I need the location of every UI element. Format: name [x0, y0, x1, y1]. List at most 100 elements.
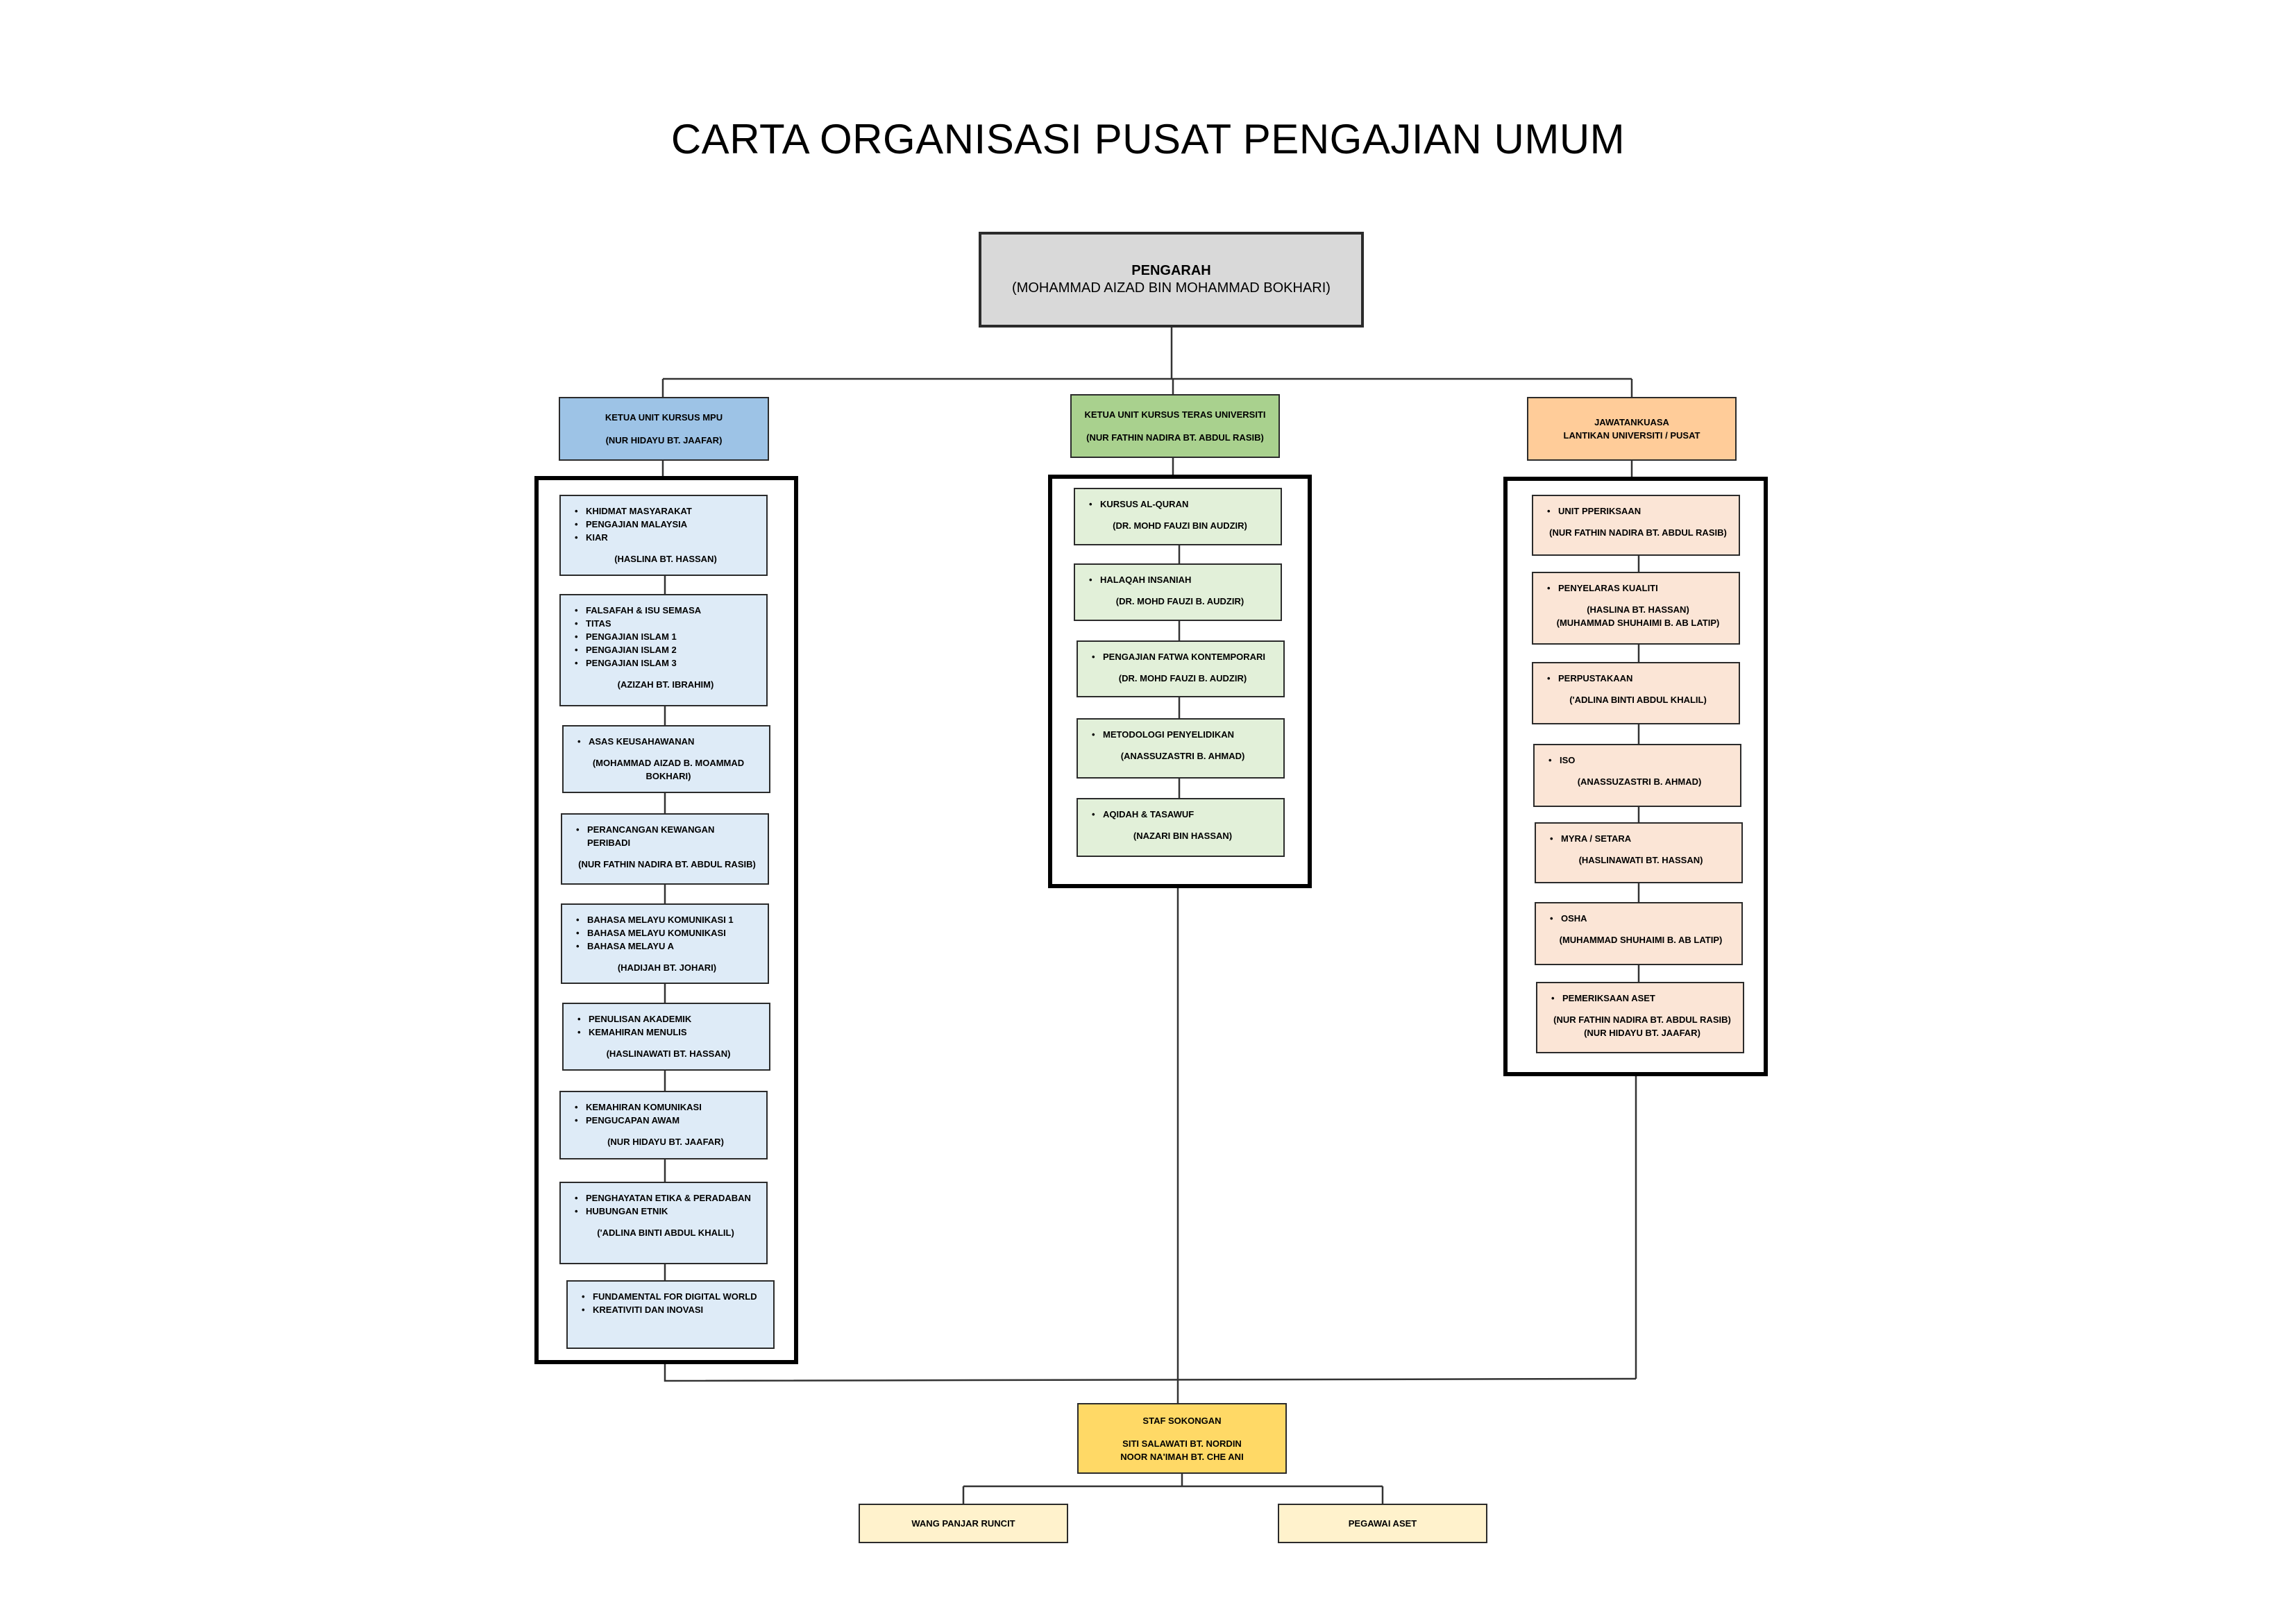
course-item: PENYELARAS KUALITI — [1547, 581, 1729, 595]
mpu-item-box: BAHASA MELAYU KOMUNIKASI 1BAHASA MELAYU … — [561, 903, 769, 984]
course-item: KEMAHIRAN KOMUNIKASI — [575, 1101, 757, 1114]
course-item: KURSUS AL-QURAN — [1089, 498, 1271, 511]
course-list: ISO — [1548, 754, 1730, 767]
staf-title: STAF SOKONGAN — [1142, 1415, 1222, 1426]
course-item: AQIDAH & TASAWUF — [1092, 808, 1274, 821]
course-item: ASAS KEUSAHAWANAN — [577, 735, 759, 748]
course-item: PERPUSTAKAAN — [1547, 672, 1729, 685]
course-item: PENGAJIAN FATWA KONTEMPORARI — [1092, 650, 1274, 663]
teras-item-box: METODOLOGI PENYELIDIKAN(ANASSUZASTRI B. … — [1077, 718, 1285, 779]
teras-item-box: HALAQAH INSANIAH (DR. MOHD FAUZI B. AUDZI… — [1074, 563, 1282, 621]
wang-panjar-runcit-box: WANG PANJAR RUNCIT — [859, 1504, 1068, 1543]
course-item: KREATIVITI DAN INOVASI — [582, 1303, 763, 1316]
pegawai-aset-box: PEGAWAI ASET — [1278, 1504, 1487, 1543]
teras-group-frame — [1048, 475, 1312, 888]
course-item: PENULISAN AKADEMIK — [577, 1012, 759, 1026]
mpu-item-box: KEMAHIRAN KOMUNIKASIPENGUCAPAN AWAM (NUR … — [559, 1091, 768, 1159]
course-item: KHIDMAT MASYARAKAT — [575, 504, 757, 518]
person-name: (HASLINAWATI BT. HASSAN) — [1578, 855, 1703, 865]
mpu-item-box: FUNDAMENTAL FOR DIGITAL WORLDKREATIVITI … — [566, 1280, 775, 1349]
person-name: ('ADLINA BINTI ABDUL KHALIL) — [1569, 695, 1707, 705]
course-list: FUNDAMENTAL FOR DIGITAL WORLDKREATIVITI … — [582, 1290, 763, 1316]
course-list: PENULISAN AKADEMIKKEMAHIRAN MENULIS — [577, 1012, 759, 1039]
course-item: BAHASA MELAYU KOMUNIKASI — [576, 926, 758, 940]
mpu-item-box: FALSAFAH & ISU SEMASATITASPENGAJIAN ISLA… — [559, 594, 768, 706]
mpu-item-box: KHIDMAT MASYARAKATPENGAJIAN MALAYSIAKIAR… — [559, 495, 768, 576]
mpu-head-title: KETUA UNIT KURSUS MPU — [605, 412, 723, 423]
person-name: (NUR FATHIN NADIRA BT. ABDUL RASIB) — [1549, 527, 1727, 538]
director-box: PENGARAH (MOHAMMAD AIZAD BIN MOHAMMAD BO… — [979, 232, 1364, 328]
jk-item-box: MYRA / SETARA (HASLINAWATI BT. HASSAN) — [1535, 822, 1743, 883]
course-item: OSHA — [1550, 912, 1732, 925]
person-name: (NUR HIDAYU BT. JAAFAR) — [607, 1137, 724, 1147]
course-item: TITAS — [575, 617, 757, 630]
course-item: PENGHAYATAN ETIKA & PERADABAN — [575, 1191, 757, 1205]
course-list: HALAQAH INSANIAH — [1089, 573, 1271, 586]
mpu-group-frame — [534, 476, 798, 1364]
course-list: UNIT PPERIKSAAN — [1547, 504, 1729, 518]
person-name: (DR. MOHD FAUZI B. AUDZIR) — [1115, 596, 1244, 606]
course-item: FUNDAMENTAL FOR DIGITAL WORLD — [582, 1290, 763, 1303]
bottom-bus — [664, 1364, 1637, 1382]
jk-item-box: OSHA (MUHAMMAD SHUHAIMI B. AB LATIP) — [1535, 902, 1743, 965]
course-list: BAHASA MELAYU KOMUNIKASI 1BAHASA MELAYU … — [576, 913, 758, 953]
teras-head-name: (NUR FATHIN NADIRA BT. ABDUL RASIB) — [1086, 432, 1264, 443]
course-list: METODOLOGI PENYELIDIKAN — [1092, 728, 1274, 741]
course-item: HUBUNGAN ETNIK — [575, 1205, 757, 1218]
person-name: (ANASSUZASTRI B. AHMAD) — [1577, 776, 1702, 787]
mpu-item-box: PENULISAN AKADEMIKKEMAHIRAN MENULIS (HASL… — [562, 1003, 770, 1071]
mpu-head-name: (NUR HIDAYU BT. JAAFAR) — [605, 435, 723, 445]
jk-item-box: PEMERIKSAAN ASET (NUR FATHIN NADIRA BT. A… — [1536, 982, 1744, 1053]
course-list: PENGHAYATAN ETIKA & PERADABANHUBUNGAN ET… — [575, 1191, 757, 1218]
person-name: (HASLINAWATI BT. HASSAN) — [606, 1048, 731, 1059]
course-item: HALAQAH INSANIAH — [1089, 573, 1271, 586]
course-list: PENGAJIAN FATWA KONTEMPORARI — [1092, 650, 1274, 663]
page-title: CARTA ORGANISASI PUSAT PENGAJIAN UMUM — [670, 116, 1626, 162]
course-item: UNIT PPERIKSAAN — [1547, 504, 1729, 518]
jk-group-frame — [1503, 477, 1768, 1076]
jk-item-box: ISO (ANASSUZASTRI B. AHMAD) — [1533, 744, 1741, 807]
mpu-item-box: PERANCANGAN KEWANGAN PERIBADI (NUR FATHIN… — [561, 813, 769, 885]
person-name: (NUR FATHIN NADIRA BT. ABDUL RASIB) (NUR… — [1553, 1014, 1731, 1038]
course-list: PERPUSTAKAAN — [1547, 672, 1729, 685]
course-item: ISO — [1548, 754, 1730, 767]
staf-sokongan-box: STAF SOKONGAN SITI SALAWATI BT. NORDIN N… — [1077, 1403, 1287, 1474]
jk-head-box: JAWATANKUASA LANTIKAN UNIVERSITI / PUSAT — [1527, 397, 1737, 461]
course-list: OSHA — [1550, 912, 1732, 925]
director-name: (MOHAMMAD AIZAD BIN MOHAMMAD BOKHARI) — [1012, 280, 1331, 296]
course-list: KEMAHIRAN KOMUNIKASIPENGUCAPAN AWAM — [575, 1101, 757, 1127]
director-title: PENGARAH — [1131, 263, 1211, 278]
course-item: PEMERIKSAAN ASET — [1551, 992, 1733, 1005]
person-name: (DR. MOHD FAUZI B. AUDZIR) — [1118, 673, 1247, 683]
course-list: AQIDAH & TASAWUF — [1092, 808, 1274, 821]
course-list: KHIDMAT MASYARAKATPENGAJIAN MALAYSIAKIAR — [575, 504, 757, 544]
teras-head-box: KETUA UNIT KURSUS TERAS UNIVERSITI (NUR … — [1070, 394, 1280, 458]
person-name: (NUR FATHIN NADIRA BT. ABDUL RASIB) — [578, 859, 756, 869]
jk-item-box: PENYELARAS KUALITI (HASLINA BT. HASSAN) (… — [1532, 572, 1740, 645]
person-name: (HASLINA BT. HASSAN) (MUHAMMAD SHUHAIMI … — [1556, 604, 1720, 628]
jk-item-box: UNIT PPERIKSAAN (NUR FATHIN NADIRA BT. AB… — [1532, 495, 1740, 556]
course-item: PENGAJIAN ISLAM 3 — [575, 656, 757, 670]
jk-head-title: JAWATANKUASA — [1594, 417, 1669, 427]
course-item: BAHASA MELAYU A — [576, 940, 758, 953]
course-list: ASAS KEUSAHAWANAN — [577, 735, 759, 748]
teras-item-box: AQIDAH & TASAWUF (NAZARI BIN HASSAN) — [1077, 798, 1285, 857]
course-list: PERANCANGAN KEWANGAN PERIBADI — [576, 823, 758, 849]
person-name: (MUHAMMAD SHUHAIMI B. AB LATIP) — [1559, 935, 1723, 945]
course-item: PERANCANGAN KEWANGAN PERIBADI — [576, 823, 758, 849]
person-name: (HADIJAH BT. JOHARI) — [617, 962, 717, 973]
jk-item-box: PERPUSTAKAAN ('ADLINA BINTI ABDUL KHALIL) — [1532, 662, 1740, 724]
course-item: PENGAJIAN ISLAM 2 — [575, 643, 757, 656]
course-item: MYRA / SETARA — [1550, 832, 1732, 845]
person-name: (NAZARI BIN HASSAN) — [1133, 831, 1233, 841]
course-list: KURSUS AL-QURAN — [1089, 498, 1271, 511]
wang-panjar-runcit-label: WANG PANJAR RUNCIT — [911, 1518, 1015, 1529]
person-name: ('ADLINA BINTI ABDUL KHALIL) — [597, 1227, 734, 1238]
mpu-item-box: PENGHAYATAN ETIKA & PERADABANHUBUNGAN ET… — [559, 1182, 768, 1264]
course-list: FALSAFAH & ISU SEMASATITASPENGAJIAN ISLA… — [575, 604, 757, 670]
course-item: KIAR — [575, 531, 757, 544]
course-item: PENGUCAPAN AWAM — [575, 1114, 757, 1127]
course-item: PENGAJIAN MALAYSIA — [575, 518, 757, 531]
